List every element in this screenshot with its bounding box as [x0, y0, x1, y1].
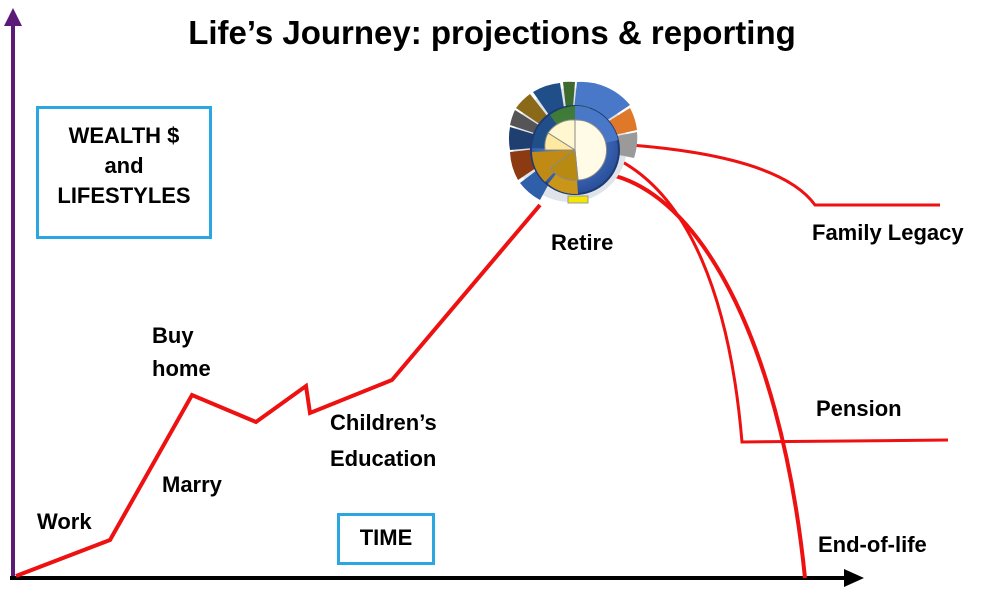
wealth-label: WEALTH $: [68, 123, 180, 148]
y-axis-arrowhead: [4, 8, 22, 26]
childrens-education-label-line1: Children’s: [330, 410, 437, 435]
life-path-line: [15, 203, 542, 578]
pension-label: Pension: [816, 396, 902, 421]
retirement-globe-icon: [508, 81, 638, 204]
marry-label: Marry: [162, 472, 222, 497]
end-of-life-branch: [584, 169, 807, 579]
childrens-education-label-line2: Education: [330, 446, 437, 471]
lifestyles-label: LIFESTYLES: [57, 182, 191, 208]
and-label: and: [104, 152, 144, 178]
time-label: TIME: [359, 525, 413, 550]
buy-home-label-line2: home: [152, 356, 211, 381]
family-legacy-label: Family Legacy: [812, 220, 964, 245]
family-legacy-branch: [629, 143, 940, 207]
wealth-lifestyles-box: WEALTH $ and LIFESTYLES: [36, 106, 212, 239]
pension-branch: [614, 156, 949, 444]
buy-home-label-line1: Buy: [152, 323, 194, 348]
time-box: TIME: [337, 513, 435, 565]
retire-label: Retire: [551, 230, 614, 255]
page-title: Life’s Journey: projections & reporting: [188, 14, 796, 51]
work-label: Work: [37, 509, 92, 534]
end-of-life-label: End-of-life: [818, 532, 927, 557]
x-axis-arrowhead: [844, 569, 864, 587]
